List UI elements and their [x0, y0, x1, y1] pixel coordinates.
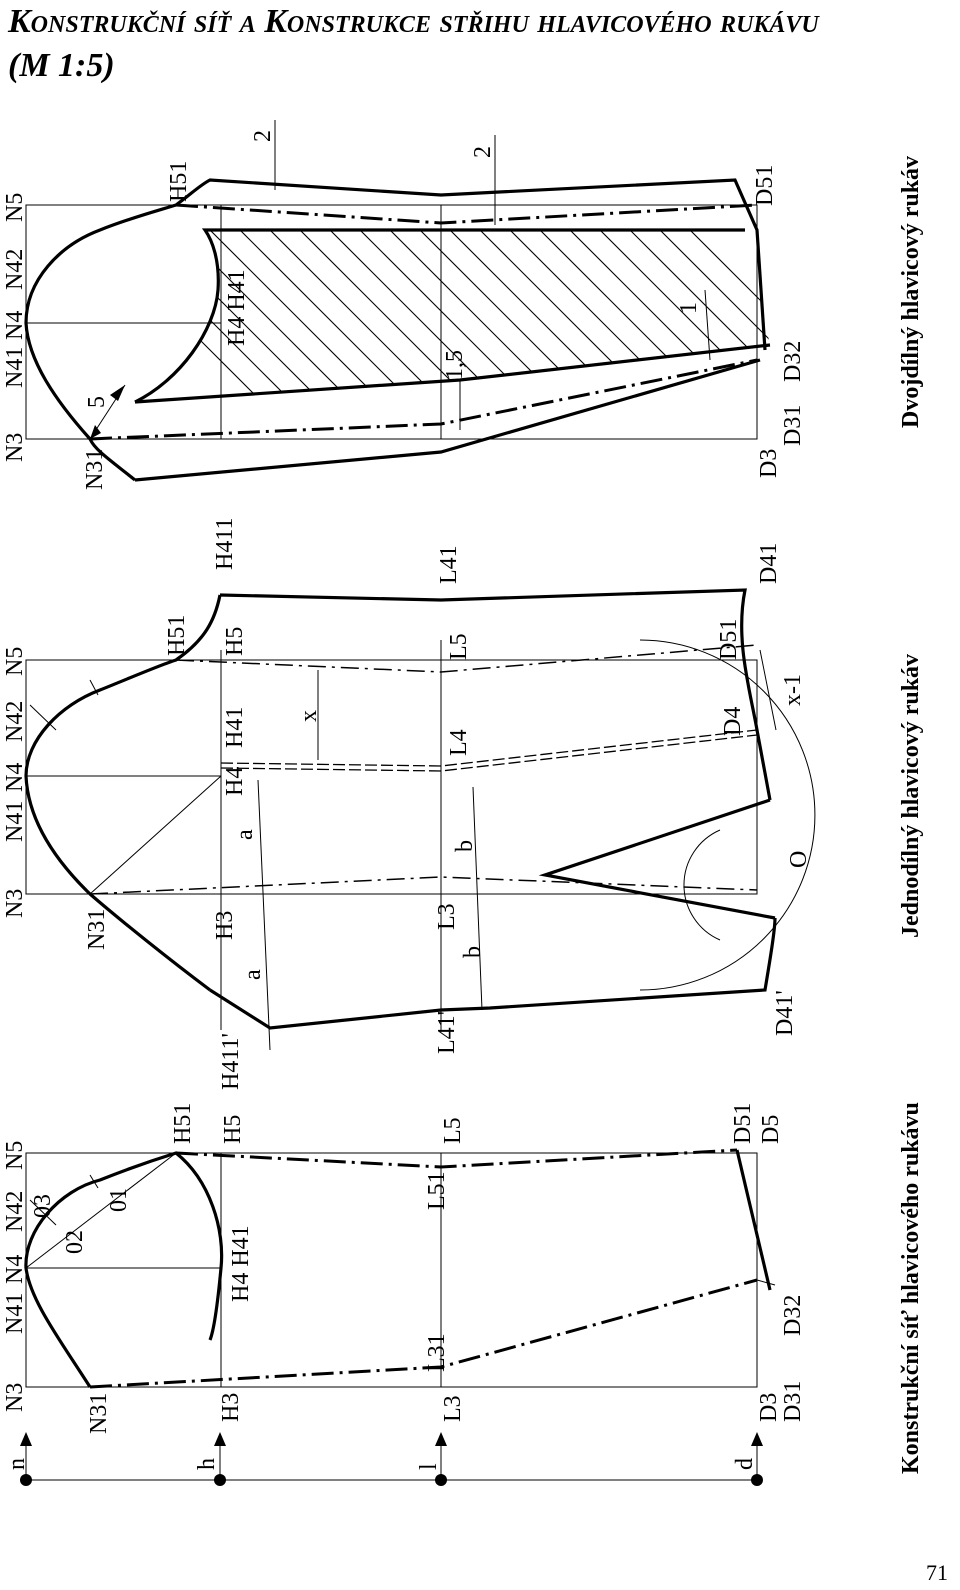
point-label: H3: [218, 1393, 244, 1422]
point-label: L5: [440, 1117, 466, 1144]
point-label: D51: [752, 165, 778, 206]
point-label: N4: [2, 763, 28, 792]
one-piece-labels: N3 N41 N4 N42 N5 N31 H411' H3 H4 H41 H5 …: [2, 518, 812, 1090]
point-label: N3: [2, 889, 28, 918]
point-label: N5: [2, 647, 28, 676]
point-label: H51: [164, 615, 190, 656]
point-label: N42: [2, 701, 28, 742]
point-label: O: [786, 851, 812, 868]
point-label: H41: [222, 707, 248, 748]
point-label: H3: [212, 911, 238, 940]
dim-label-x-1: x-1: [780, 674, 806, 706]
point-label: N31: [84, 909, 110, 950]
point-label: H4 H41: [224, 269, 250, 346]
point-label: N41: [2, 1293, 28, 1334]
point-label: N31: [86, 1393, 112, 1434]
point-label: H4: [222, 767, 248, 796]
point-label: N3: [2, 1383, 28, 1412]
axis-label-d: d: [732, 1458, 758, 1470]
point-label: H5: [220, 1115, 246, 1144]
point-label: N4: [2, 1255, 28, 1284]
point-label: N41: [2, 347, 28, 388]
point-label: L4: [446, 729, 472, 756]
caption-one-piece: Jednodílný hlavicový rukáv: [898, 654, 924, 938]
point-label: N3: [2, 433, 28, 462]
point-label: H4 H41: [228, 1225, 254, 1302]
dim-label-2-mid: 2: [470, 146, 496, 158]
point-label: L3: [434, 903, 460, 930]
dim-label-x: x: [296, 710, 322, 722]
dim-label-a: a: [232, 829, 258, 840]
title-scale: (M 1:5): [8, 47, 115, 84]
point-label: H51: [166, 161, 192, 202]
point-label: L5: [446, 633, 472, 660]
point-label: D51: [716, 619, 742, 660]
point-label: N41: [2, 801, 28, 842]
point-label: D3: [756, 449, 782, 478]
point-label: D51: [730, 1103, 756, 1144]
dim-label-1: 1: [676, 302, 702, 314]
net-labels: N3 N41 N4 N42 N5 N31 02 03 01 H3 H4 H41 …: [2, 1103, 806, 1434]
point-label: N5: [2, 1141, 28, 1170]
point-label: 01: [106, 1188, 132, 1212]
caption-construction-net: Konstrukční síť hlavicového rukávu: [898, 1102, 924, 1474]
page-title: Konstrukční síť a Konstrukce střihu hlav…: [8, 0, 819, 88]
axis-arrows: [20, 1432, 763, 1480]
point-label: H51: [170, 1103, 196, 1144]
point-label: N31: [82, 449, 108, 490]
point-label: D31: [780, 1381, 806, 1422]
dim-label-b: b: [452, 840, 478, 852]
point-label: D32: [780, 1295, 806, 1336]
axis-label-h: h: [194, 1458, 220, 1470]
point-label: H411': [218, 1033, 244, 1090]
point-label: L31: [424, 1333, 450, 1372]
point-label: D41: [756, 543, 782, 584]
point-label: D31: [780, 405, 806, 446]
point-label: N42: [2, 1191, 28, 1232]
title-line-1: Konstrukční síť a Konstrukce střihu hlav…: [8, 3, 819, 40]
point-label: D32: [780, 341, 806, 382]
dim-label-a: a: [240, 969, 266, 980]
point-label: N5: [2, 193, 28, 222]
page-number: 71: [926, 1560, 948, 1585]
point-label: L41': [434, 1011, 460, 1054]
axis-label-n: n: [4, 1458, 30, 1470]
point-label: L3: [440, 1395, 466, 1422]
point-label: L41: [436, 545, 462, 584]
dim-label-2-top: 2: [250, 130, 276, 142]
axis-label-l: l: [416, 1463, 442, 1470]
point-label: N4: [2, 311, 28, 340]
dim-label-5: 5: [84, 396, 110, 408]
point-label: D3: [756, 1393, 782, 1422]
point-label: 02: [62, 1230, 88, 1254]
construction-net: [20, 1148, 776, 1486]
point-label: H5: [222, 627, 248, 656]
two-piece-labels: N3 N41 N4 N42 N5 N31 5 H4 H41 H51 2 1,5 …: [2, 130, 806, 490]
point-label: D41': [772, 990, 798, 1036]
caption-two-piece: Dvojdílný hlavicový rukáv: [898, 156, 924, 428]
axis-labels: n h l d: [4, 1458, 758, 1470]
point-label: 03: [30, 1194, 56, 1218]
point-label: L51: [424, 1171, 450, 1210]
one-piece-sleeve: [24, 588, 816, 1051]
dim-label-b: b: [460, 946, 486, 958]
point-label: H411: [212, 518, 238, 570]
point-label: D5: [758, 1115, 784, 1144]
point-label: D4: [720, 707, 746, 736]
point-label: N42: [2, 249, 28, 290]
dim-label-1-5: 1,5: [442, 350, 468, 380]
